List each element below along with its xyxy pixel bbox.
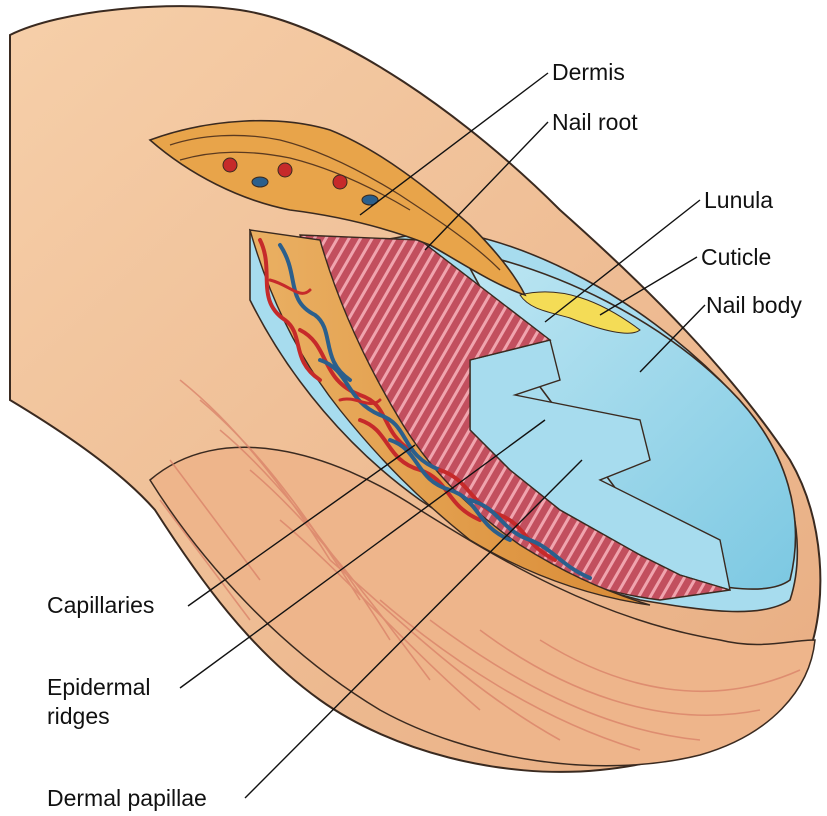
label-cuticle: Cuticle <box>701 244 771 270</box>
label-nail-body: Nail body <box>706 292 802 318</box>
label-epidermal-ridges-line1: Epidermal <box>47 674 151 700</box>
label-capillaries: Capillaries <box>47 592 154 618</box>
label-nail-root: Nail root <box>552 109 638 135</box>
label-lunula: Lunula <box>704 187 773 213</box>
label-dermal-papillae: Dermal papillae <box>47 785 207 811</box>
label-dermis: Dermis <box>552 59 625 85</box>
label-epidermal-ridges-line2: ridges <box>47 703 110 729</box>
